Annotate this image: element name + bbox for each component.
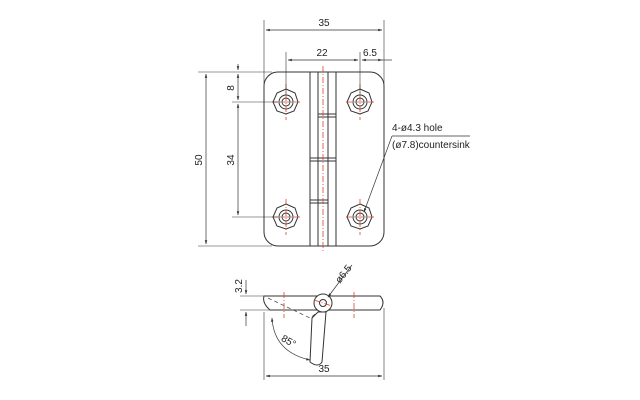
dimension-hole-spacing-vertical: 34: [226, 101, 278, 218]
dimension-label-50: 50: [194, 154, 205, 166]
dimension-edge-offset-top: 8: [226, 64, 240, 101]
dimension-overall-width-top: 35: [263, 18, 385, 84]
dimension-open-angle: 85°: [270, 317, 311, 361]
side-leaf-left: [263, 295, 323, 311]
dimension-label-35-top: 35: [318, 18, 330, 29]
dimension-label-35-side: 35: [318, 364, 330, 375]
side-leaf-rotated-hidden: [267, 297, 319, 319]
knuckle-segment-lines: [310, 113, 336, 204]
dimension-label-8: 8: [226, 85, 237, 91]
dimension-thickness: 3.2: [234, 279, 270, 326]
dimension-label-34: 34: [226, 154, 237, 166]
side-view: 3.2 ø6.5 85° 35: [234, 263, 385, 380]
dimension-overall-width-side: 35: [263, 308, 385, 380]
callout-line-2: (ø7.8)countersink: [392, 140, 471, 151]
side-centerline-pin: [313, 299, 333, 307]
dimension-label-3-2: 3.2: [234, 279, 245, 293]
dimension-pin-diameter: ø6.5: [327, 263, 355, 298]
callout-line-1: 4-ø4.3 hole: [392, 123, 443, 134]
dimension-label-6-5: 6.5: [363, 48, 377, 59]
countersunk-hole-top-left: [272, 84, 300, 120]
side-leaf-rotated: [309, 311, 327, 366]
dimension-hole-spacing-horizontal: 22: [285, 48, 361, 95]
side-leaf-flat: [321, 295, 384, 311]
dimension-label-85-degrees: 85°: [279, 333, 298, 350]
countersunk-hole-bottom-left: [272, 199, 300, 235]
dimension-label-pin-diameter: ø6.5: [334, 263, 355, 286]
dimension-label-22: 22: [316, 48, 328, 59]
hinge-plate-outline: [263, 71, 385, 247]
dimension-edge-offset-right: 6.5: [361, 48, 392, 62]
dimension-overall-height: 50: [194, 71, 272, 247]
side-pin: [319, 299, 327, 307]
hole-callout: 4-ø4.3 hole (ø7.8)countersink: [363, 123, 471, 213]
front-view: 35 22 6.5 50 34: [194, 18, 471, 252]
